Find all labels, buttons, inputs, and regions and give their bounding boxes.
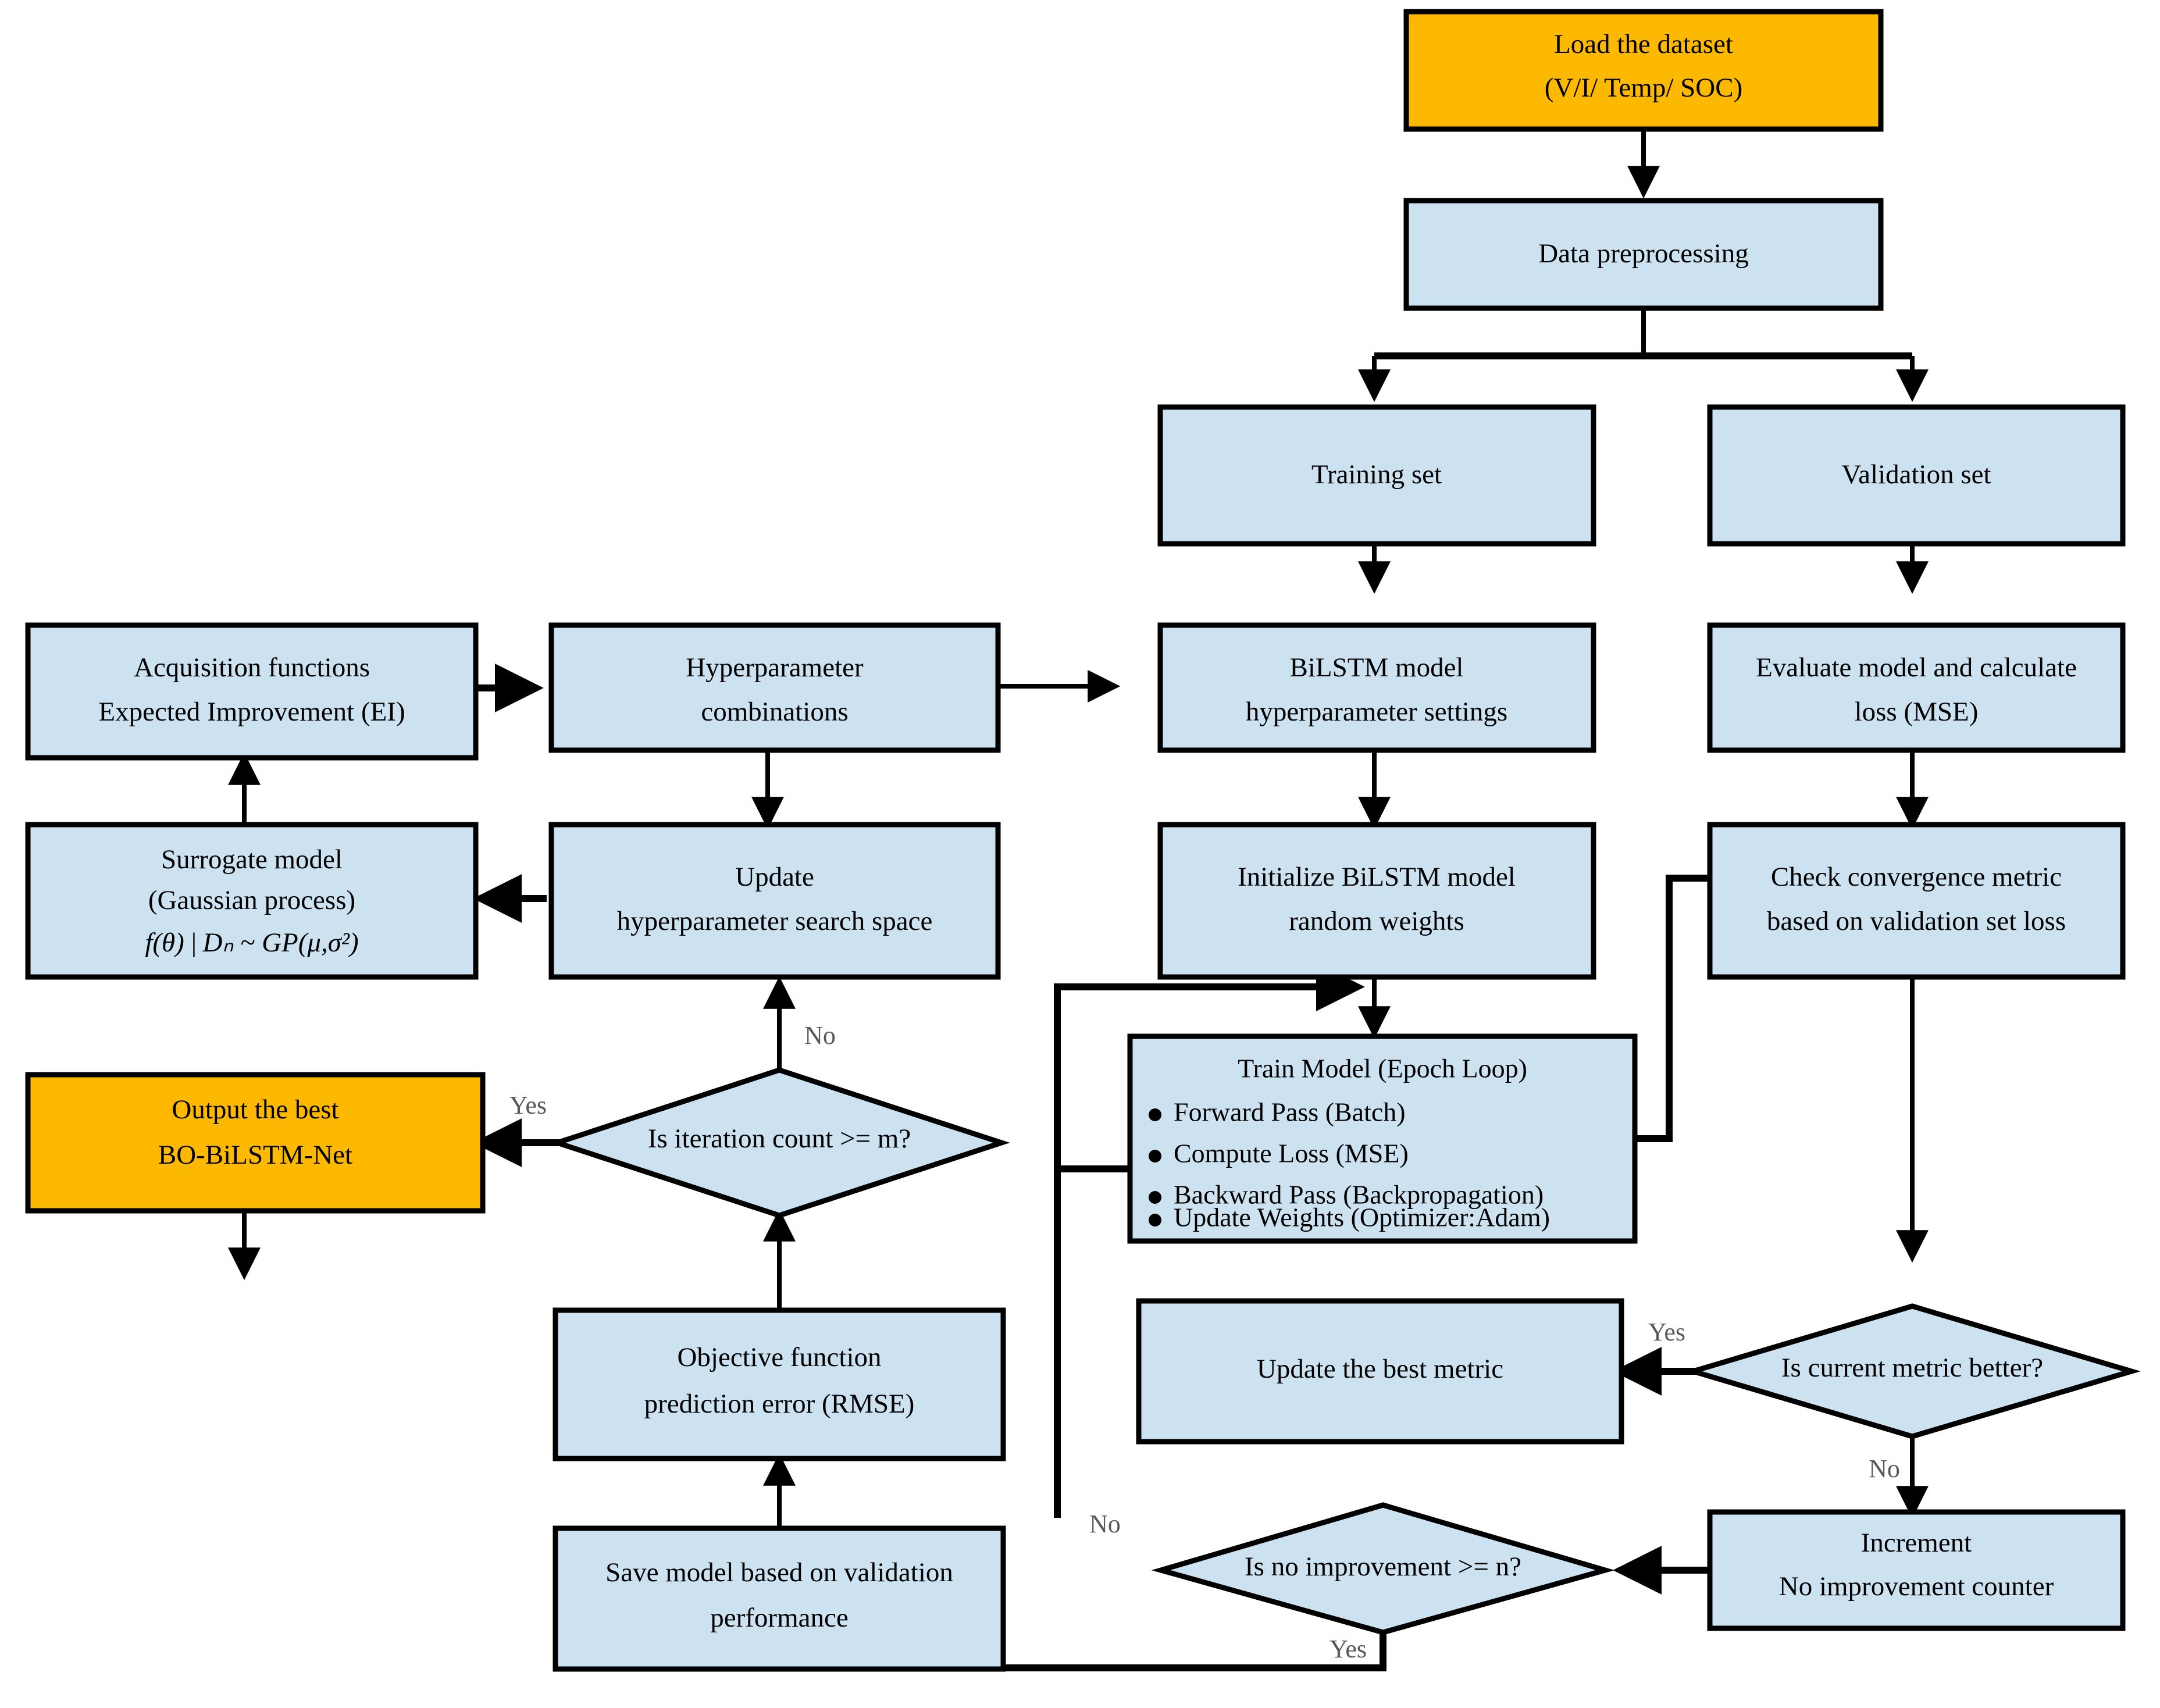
node-load-dataset-line1: Load the dataset <box>1554 29 1733 59</box>
node-train-bullet-2: Backward Pass (Backpropagation) <box>1174 1180 1544 1210</box>
bullet-dot-icon <box>1149 1150 1161 1163</box>
node-validation-set[interactable]: Validation set <box>1707 404 2126 547</box>
connectors <box>228 129 1929 1671</box>
edge-label-metric-yes: Yes <box>1648 1318 1685 1346</box>
node-update-best-label: Update the best metric <box>1257 1354 1503 1384</box>
bullet-dot-icon <box>1149 1108 1161 1121</box>
node-evaluate-model[interactable]: Evaluate model and calculate loss (MSE) <box>1707 622 2126 753</box>
node-evaluate-line1: Evaluate model and calculate <box>1756 652 2077 683</box>
node-load-dataset[interactable]: Load the dataset (V/I/ Temp/ SOC) <box>1403 9 1884 132</box>
node-update-best-metric[interactable]: Update the best metric <box>1136 1298 1624 1445</box>
node-increment-line2: No improvement counter <box>1779 1571 2054 1602</box>
node-train-bullet-0: Forward Pass (Batch) <box>1174 1097 1406 1127</box>
node-save-line1: Save model based on validation <box>605 1557 953 1588</box>
node-train-model[interactable]: Train Model (Epoch Loop) Forward Pass (B… <box>1127 1033 1638 1244</box>
node-current-metric-label: Is current metric better? <box>1781 1353 2043 1383</box>
node-acquisition-line2: Expected Improvement (EI) <box>98 697 405 727</box>
bullet-dot-icon <box>1149 1214 1161 1226</box>
node-combos-line1: Hyperparameter <box>686 652 864 683</box>
node-update-line2: hyperparameter search space <box>617 906 933 936</box>
node-data-preprocessing-label: Data preprocessing <box>1538 238 1749 269</box>
bullet-dot-icon <box>1149 1191 1161 1204</box>
edge-label-metric-no: No <box>1869 1454 1900 1483</box>
node-surrogate-formula: f(θ) | Dₙ ~ GP(μ,σ²) <box>145 928 358 958</box>
edge-label-iteration-yes: Yes <box>509 1091 547 1119</box>
node-hyperparameter-combinations[interactable]: Hyperparameter combinations <box>548 622 1001 753</box>
node-increment-counter[interactable]: Increment No improvement counter <box>1707 1509 2126 1631</box>
node-validation-set-label: Validation set <box>1841 459 1991 490</box>
node-surrogate-line1: Surrogate model <box>161 844 343 875</box>
node-save-model[interactable]: Save model based on validation performan… <box>553 1525 1006 1672</box>
node-init-line1: Initialize BiLSTM model <box>1238 862 1516 892</box>
node-surrogate-model[interactable]: Surrogate model (Gaussian process) f(θ) … <box>25 822 479 980</box>
node-train-bullet-3: Update Weights (Optimizer:Adam) <box>1174 1203 1550 1232</box>
node-update-line1: Update <box>735 862 814 892</box>
node-no-improvement-label: Is no improvement >= n? <box>1245 1552 1521 1582</box>
node-save-line2: performance <box>710 1603 848 1633</box>
node-output-line2: BO-BiLSTM-Net <box>158 1140 352 1170</box>
node-current-metric-decision[interactable]: Is current metric better? <box>1684 1303 2141 1439</box>
edge-label-iteration-no: No <box>804 1021 836 1050</box>
node-initialize-bilstm[interactable]: Initialize BiLSTM model random weights <box>1157 822 1596 980</box>
node-update-search-space[interactable]: Update hyperparameter search space <box>548 822 1001 980</box>
node-init-line2: random weights <box>1289 906 1464 936</box>
node-training-set[interactable]: Training set <box>1157 404 1596 547</box>
node-bilstm-settings-line1: BiLSTM model <box>1290 652 1464 683</box>
node-acquisition-functions[interactable]: Acquisition functions Expected Improveme… <box>25 622 479 761</box>
node-objective-line1: Objective function <box>677 1342 881 1372</box>
node-acquisition-line1: Acquisition functions <box>134 652 370 683</box>
node-check-line2: based on validation set loss <box>1767 906 2066 936</box>
edge-label-improvement-yes: Yes <box>1329 1635 1367 1663</box>
node-combos-line2: combinations <box>701 697 848 727</box>
node-no-improvement-decision[interactable]: Is no improvement >= n? <box>1151 1502 1615 1635</box>
node-train-bullet-1: Compute Loss (MSE) <box>1174 1139 1409 1168</box>
node-training-set-label: Training set <box>1311 459 1442 490</box>
node-bilstm-settings-line2: hyperparameter settings <box>1246 697 1507 727</box>
node-increment-line1: Increment <box>1861 1528 1972 1558</box>
node-data-preprocessing[interactable]: Data preprocessing <box>1403 198 1884 311</box>
node-load-dataset-line2: (V/I/ Temp/ SOC) <box>1545 73 1743 103</box>
edge-label-improvement-no: No <box>1089 1510 1121 1538</box>
node-output-best[interactable]: Output the best BO-BiLSTM-Net <box>25 1072 486 1214</box>
node-objective-function[interactable]: Objective function prediction error (RMS… <box>553 1307 1006 1461</box>
node-surrogate-line2: (Gaussian process) <box>148 885 355 915</box>
node-check-convergence[interactable]: Check convergence metric based on valida… <box>1707 822 2126 980</box>
node-iteration-label: Is iteration count >= m? <box>648 1124 911 1154</box>
node-iteration-count-decision[interactable]: Is iteration count >= m? <box>548 1067 1010 1218</box>
edge-noimprove-no-loop <box>1054 962 1365 1518</box>
node-output-line1: Output the best <box>172 1094 338 1125</box>
node-train-title: Train Model (Epoch Loop) <box>1238 1054 1527 1083</box>
node-bilstm-hyperparameter-settings[interactable]: BiLSTM model hyperparameter settings <box>1157 622 1596 753</box>
edge-labels: No Yes Yes No No Yes <box>509 1021 1900 1663</box>
node-evaluate-line2: loss (MSE) <box>1855 697 1979 727</box>
node-objective-line2: prediction error (RMSE) <box>644 1389 915 1419</box>
node-check-line1: Check convergence metric <box>1771 862 2062 892</box>
